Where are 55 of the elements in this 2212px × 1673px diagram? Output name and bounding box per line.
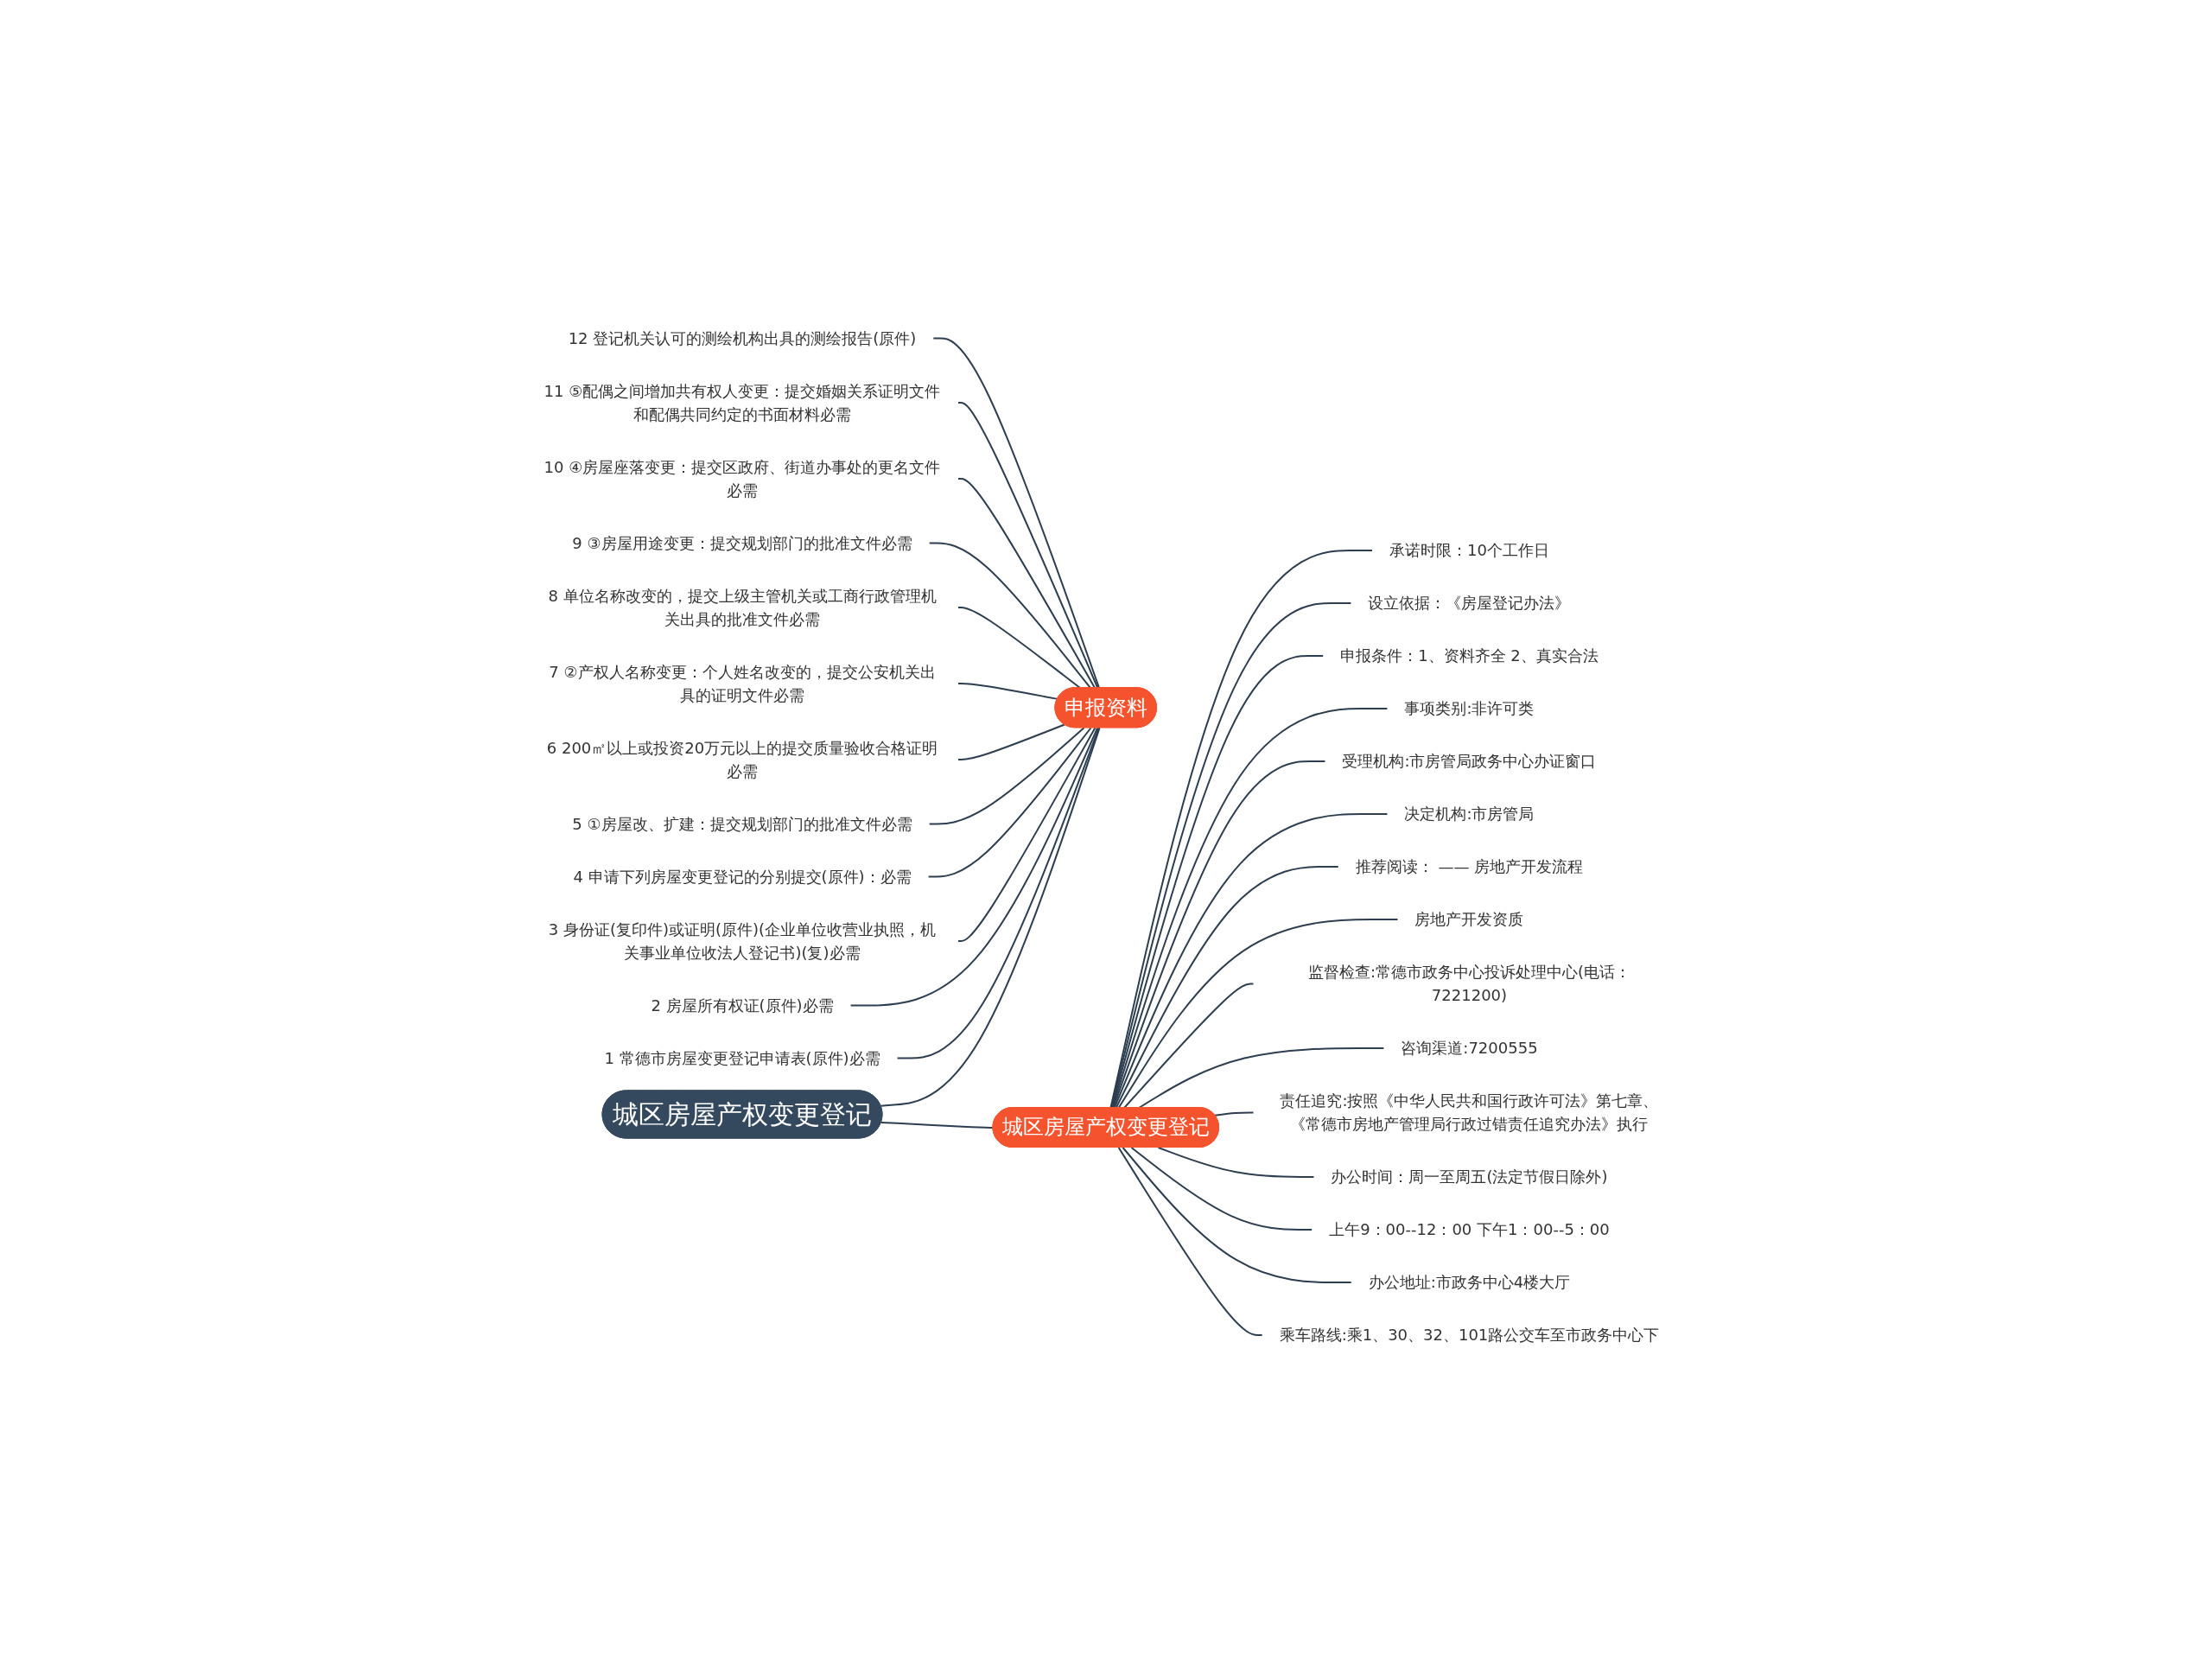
connector (880, 727, 1101, 1107)
node-text: 决定机构:市房管局 (1404, 805, 1535, 824)
node-text: 9 ③房屋用途变更：提交规划部门的批准文件必需 (572, 533, 912, 552)
node-text: 责任追究:按照《中华人民共和国行政许可法》第七章、《常德市房地产管理局行政过错责任追究办法》执行 (1280, 1091, 1659, 1134)
connector (1110, 654, 1325, 1109)
connector (880, 1121, 995, 1129)
connector (1214, 1111, 1255, 1116)
connector (1112, 760, 1326, 1109)
node-text: 6 200㎡以上或投资20万元以上的提交质量验收合格证明必需 (547, 738, 938, 780)
node-text: 10 ④房屋座落变更：提交区政府、街道办事处的更名文件必需 (543, 457, 941, 499)
node-text: 7 ②产权人名称变更：个人姓名改变的，提交公安机关出具的证明文件必需 (549, 662, 936, 704)
connector (1130, 1146, 1313, 1231)
connector (1117, 1146, 1263, 1336)
connector (928, 727, 1085, 825)
node-text: 申报条件：1、资料齐全 2、真实合法 (1340, 646, 1599, 665)
node-text: 5 ①房屋改、扩建：提交规划部门的批准文件必需 (572, 814, 912, 833)
node-text: 11 ⑤配偶之间增加共有权人变更：提交婚姻关系证明文件和配偶共同约定的书面材料必需 (543, 381, 941, 423)
connector (957, 606, 1082, 689)
node-text: 办公地址:市政务中心4楼大厅 (1368, 1273, 1571, 1292)
connector (1116, 865, 1339, 1109)
node-text: 3 身份证(复印件)或证明(原件)(企业单位收营业执照，机关事业单位收法人登记书)(复)必需 (549, 919, 937, 962)
node-text: 设立依据：《房屋登记办法》 (1368, 594, 1571, 613)
node-text: 乘车路线:乘1、30、32、101路公交车至市政务中心下 (1279, 1326, 1660, 1345)
node-text: 承诺时限：10个工作日 (1389, 541, 1550, 560)
connector (1109, 549, 1374, 1109)
node-text: 上午9：00--12：00 下午1：00--5：00 (1329, 1220, 1611, 1239)
node-text: 1 常德市房屋变更登记申请表(原件)必需 (604, 1048, 880, 1067)
node-text: 8 单位名称改变的，提交上级主管机关或工商行政管理机关出具的批准文件必需 (548, 586, 937, 628)
node-text: 4 申请下列房屋变更登记的分别提交(原件)：必需 (573, 867, 912, 886)
node-text: 办公时间：周一至周五(法定节假日除外) (1331, 1167, 1608, 1186)
connector (1114, 812, 1389, 1109)
node-text: 房地产开发资质 (1414, 910, 1524, 929)
connector (1157, 1146, 1315, 1178)
connector (932, 337, 1101, 689)
connector (928, 542, 1092, 689)
connector (1111, 707, 1389, 1109)
connector (957, 727, 1096, 942)
node-text: 受理机构:市房管局政务中心办证窗口 (1342, 752, 1597, 771)
connector (1110, 601, 1352, 1109)
node-text: 2 房屋所有权证(原件)必需 (651, 996, 834, 1015)
node-text: 推荐阅读： —— 房地产开发流程 (1356, 857, 1584, 876)
connector (927, 727, 1092, 878)
connector (1117, 918, 1399, 1109)
connector (1122, 1146, 1352, 1283)
node-text: 12 登记机关认可的测绘机构出具的测绘报告(原件) (568, 328, 917, 347)
node-text: 监督检查:常德市政务中心投诉处理中心(电话：7221200) (1308, 963, 1631, 1005)
connector (1138, 1046, 1385, 1109)
connector (896, 727, 1100, 1059)
connector (1123, 983, 1255, 1109)
node-text: 咨询渠道:7200555 (1401, 1039, 1538, 1058)
connector (957, 401, 1099, 689)
node-text: 事项类别:非许可类 (1404, 699, 1535, 718)
connector (957, 723, 1066, 760)
connector (957, 477, 1096, 689)
connector (849, 727, 1099, 1007)
